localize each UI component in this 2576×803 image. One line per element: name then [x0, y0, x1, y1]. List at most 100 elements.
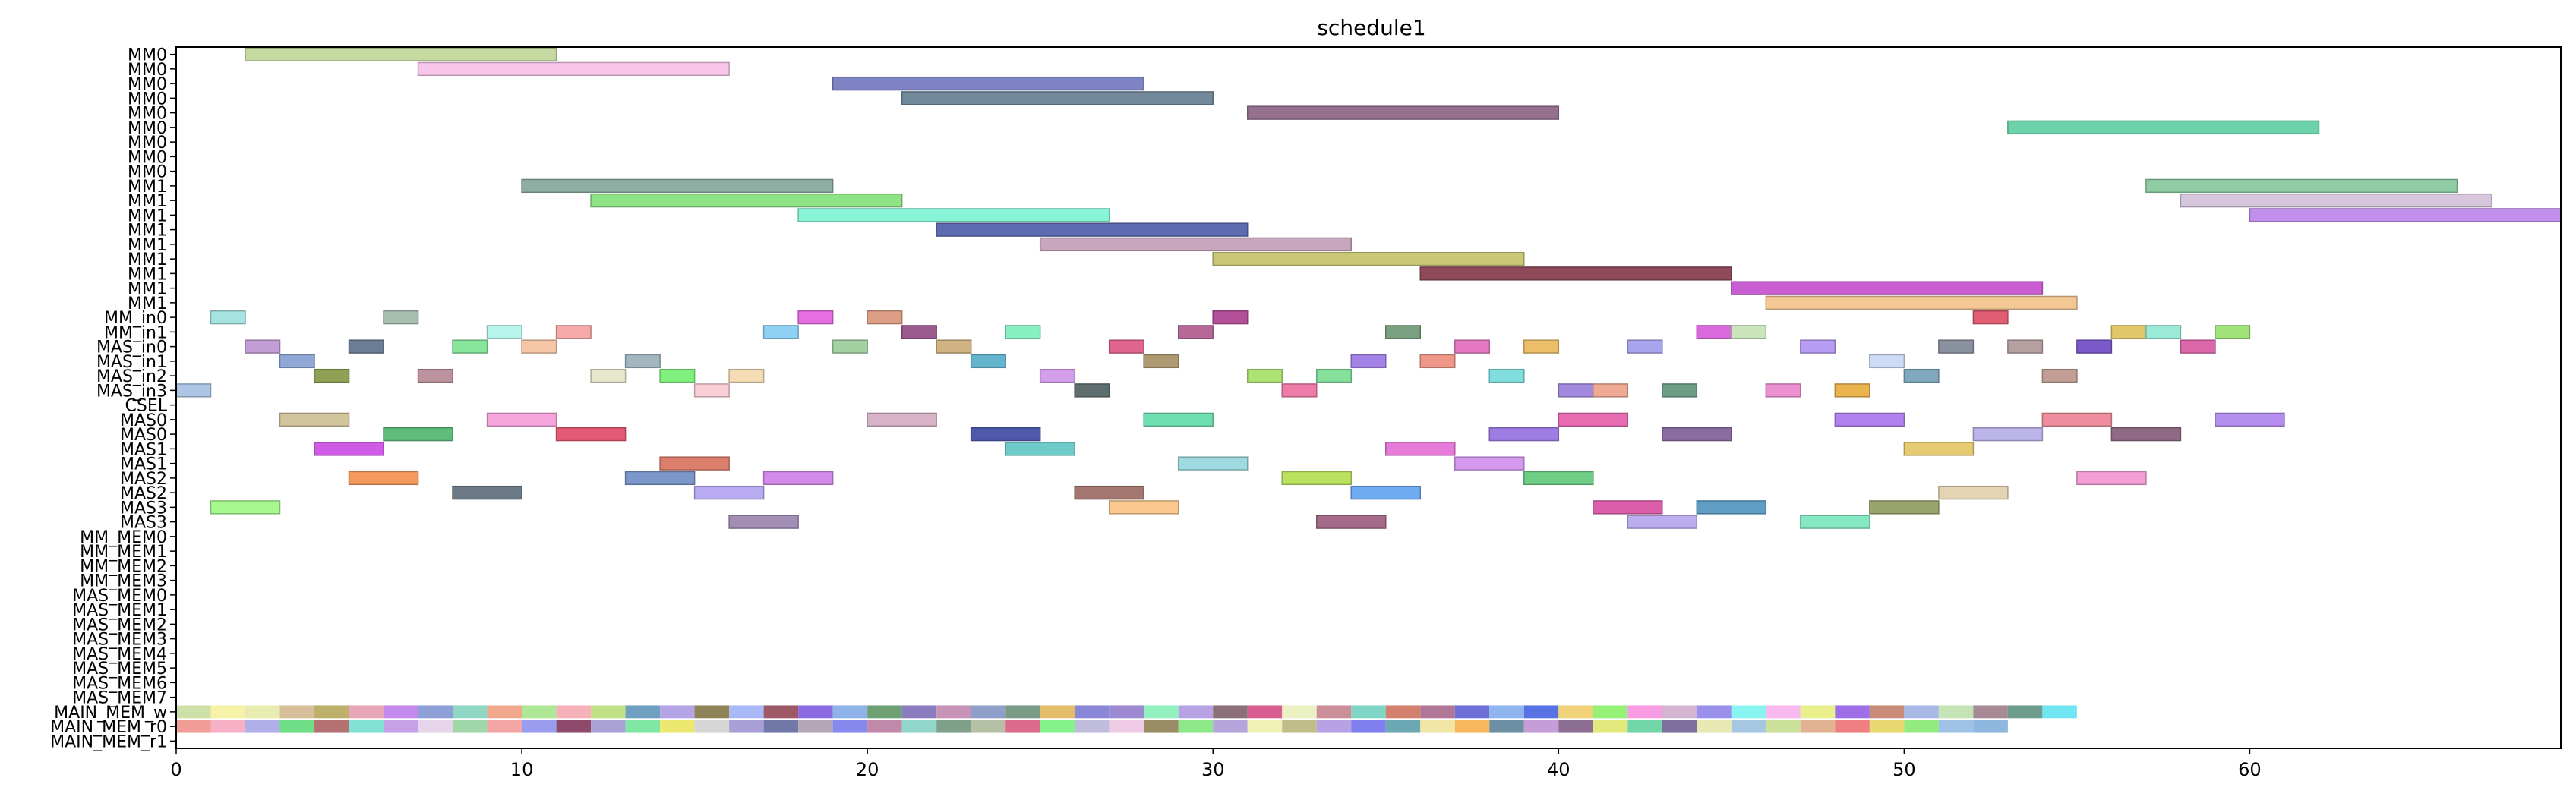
task-bar-mas-in0-37 — [348, 339, 384, 354]
memory-cell-main-mem-w-31 — [1247, 705, 1283, 719]
memory-cell-main-mem-w-28 — [1144, 705, 1179, 719]
y-tick-label: MAS_in2 — [96, 367, 167, 386]
memory-cell-main-mem-w-13 — [625, 705, 661, 719]
task-bar-mas-in2-64 — [1246, 368, 1283, 383]
memory-cell-main-mem-w-44 — [1697, 705, 1732, 719]
task-bar-mm-in1-27 — [901, 325, 937, 339]
task-bar-mm1-6 — [521, 178, 834, 194]
task-bar-mas-in2-58 — [314, 368, 350, 383]
memory-cell-main-mem-r0-16 — [729, 720, 764, 733]
task-bar-mas-in1-53 — [970, 354, 1006, 369]
task-bar-mm1-16 — [1731, 281, 2044, 295]
task-bar-mas2-110 — [1938, 485, 2009, 500]
memory-cell-main-mem-w-43 — [1662, 705, 1697, 719]
memory-usage-layer — [176, 705, 2077, 733]
task-bar-mas3-118 — [1627, 515, 1698, 529]
task-bar-mas-in1-52 — [624, 354, 661, 369]
task-bar-mas2-101 — [624, 471, 696, 486]
x-tick-label: 50 — [1893, 759, 1916, 780]
task-bar-mas0-82 — [1558, 412, 1629, 427]
memory-cell-main-mem-r0-7 — [418, 720, 453, 733]
chart-title: schedule1 — [1317, 15, 1425, 40]
y-tick-label: MAS1 — [120, 455, 167, 474]
y-tick-label: MM1 — [128, 178, 167, 197]
y-tick-label: MAS3 — [120, 514, 167, 533]
memory-cell-main-mem-r0-44 — [1697, 720, 1732, 733]
memory-cell-main-mem-r0-42 — [1627, 720, 1662, 733]
memory-cell-main-mem-r0-36 — [1420, 720, 1455, 733]
task-bar-mas-in0-42 — [1108, 339, 1144, 354]
task-bar-mas2-109 — [1350, 485, 1422, 500]
memory-cell-main-mem-r0-29 — [1178, 720, 1214, 733]
task-bar-mas-in1-54 — [1143, 354, 1179, 369]
memory-cell-main-mem-r0-30 — [1213, 720, 1248, 733]
memory-cell-main-mem-w-53 — [2007, 705, 2043, 719]
memory-cell-main-mem-w-27 — [1109, 705, 1144, 719]
task-bar-mm-in1-25 — [555, 325, 592, 339]
task-bar-mas2-106 — [452, 485, 522, 500]
task-bar-mm-in0-21 — [867, 310, 903, 325]
task-bar-mas2-102 — [762, 471, 834, 486]
task-bar-mm-in0-19 — [383, 310, 419, 325]
memory-cell-main-mem-w-24 — [1005, 705, 1040, 719]
y-tick-label: MM1 — [128, 294, 167, 313]
task-bar-mas-in1-57 — [1869, 354, 1905, 369]
task-bar-mas3-113 — [1593, 500, 1663, 515]
memory-cell-main-mem-r0-48 — [1835, 720, 1870, 733]
y-tick-label: MM_MEM3 — [80, 572, 167, 591]
task-bar-mas3-112 — [1108, 500, 1179, 515]
memory-cell-main-mem-w-32 — [1282, 705, 1317, 719]
memory-cell-main-mem-r0-24 — [1005, 720, 1040, 733]
y-tick-label: MAS2 — [120, 484, 167, 503]
memory-cell-main-mem-r0-37 — [1454, 720, 1490, 733]
task-bar-mas-in0-36 — [245, 339, 281, 354]
memory-cell-main-mem-r0-51 — [1938, 720, 1974, 733]
task-bar-mas-in2-66 — [1488, 368, 1525, 383]
y-tick-label: MAS_in3 — [96, 382, 167, 401]
task-bar-mas-in0-49 — [2076, 339, 2113, 354]
memory-cell-main-mem-r0-18 — [798, 720, 833, 733]
memory-cell-main-mem-w-1 — [210, 705, 246, 719]
task-bar-mm-in1-33 — [2110, 325, 2147, 339]
task-bar-mas2-107 — [693, 485, 765, 500]
task-bar-mm-in1-32 — [1731, 325, 1767, 339]
task-bar-mas-in3-73 — [1558, 383, 1594, 398]
task-bar-mas-in2-59 — [417, 368, 453, 383]
task-bar-mas0-87 — [555, 427, 627, 442]
memory-cell-main-mem-w-49 — [1869, 705, 1905, 719]
task-bar-mas-in2-65 — [1315, 368, 1352, 383]
task-bar-mm1-10 — [797, 208, 1110, 222]
task-bar-mm-in0-18 — [210, 310, 246, 325]
memory-cell-main-mem-r0-33 — [1316, 720, 1352, 733]
task-bar-mm1-15 — [1419, 266, 1732, 281]
y-tick-label: MAS0 — [120, 411, 167, 430]
task-bar-mas-in3-74 — [1593, 383, 1629, 398]
memory-cell-main-mem-r0-52 — [1973, 720, 2008, 733]
memory-cell-main-mem-r0-9 — [487, 720, 522, 733]
task-bar-mas2-103 — [1281, 471, 1352, 486]
task-bar-mas1-95 — [1385, 442, 1456, 456]
memory-cell-main-mem-r0-1 — [210, 720, 246, 733]
task-bar-mas-in2-61 — [659, 368, 696, 383]
task-bar-mm0-1 — [417, 61, 730, 77]
memory-cell-main-mem-r0-5 — [349, 720, 384, 733]
memory-cell-main-mem-w-45 — [1731, 705, 1766, 719]
task-bar-mas3-117 — [1315, 515, 1387, 529]
task-bar-mm-in1-29 — [1177, 325, 1214, 339]
y-tick-label: MAS_MEM1 — [72, 601, 167, 620]
task-bar-mas3-114 — [1696, 500, 1767, 515]
memory-cell-main-mem-w-15 — [694, 705, 730, 719]
memory-cell-main-mem-r0-21 — [901, 720, 937, 733]
y-tick-label: MM_MEM2 — [80, 557, 167, 576]
y-tick-label: MM0 — [128, 119, 167, 138]
y-tick-label: MAS_MEM5 — [72, 660, 167, 679]
memory-cell-main-mem-r0-17 — [763, 720, 799, 733]
y-tick-label: MM0 — [128, 134, 167, 153]
y-tick-label: MAIN_MEM_r0 — [50, 718, 167, 737]
memory-cell-main-mem-w-54 — [2042, 705, 2077, 719]
y-tick-label: MAS_in0 — [96, 339, 167, 357]
task-bar-mas-in0-38 — [452, 339, 488, 354]
